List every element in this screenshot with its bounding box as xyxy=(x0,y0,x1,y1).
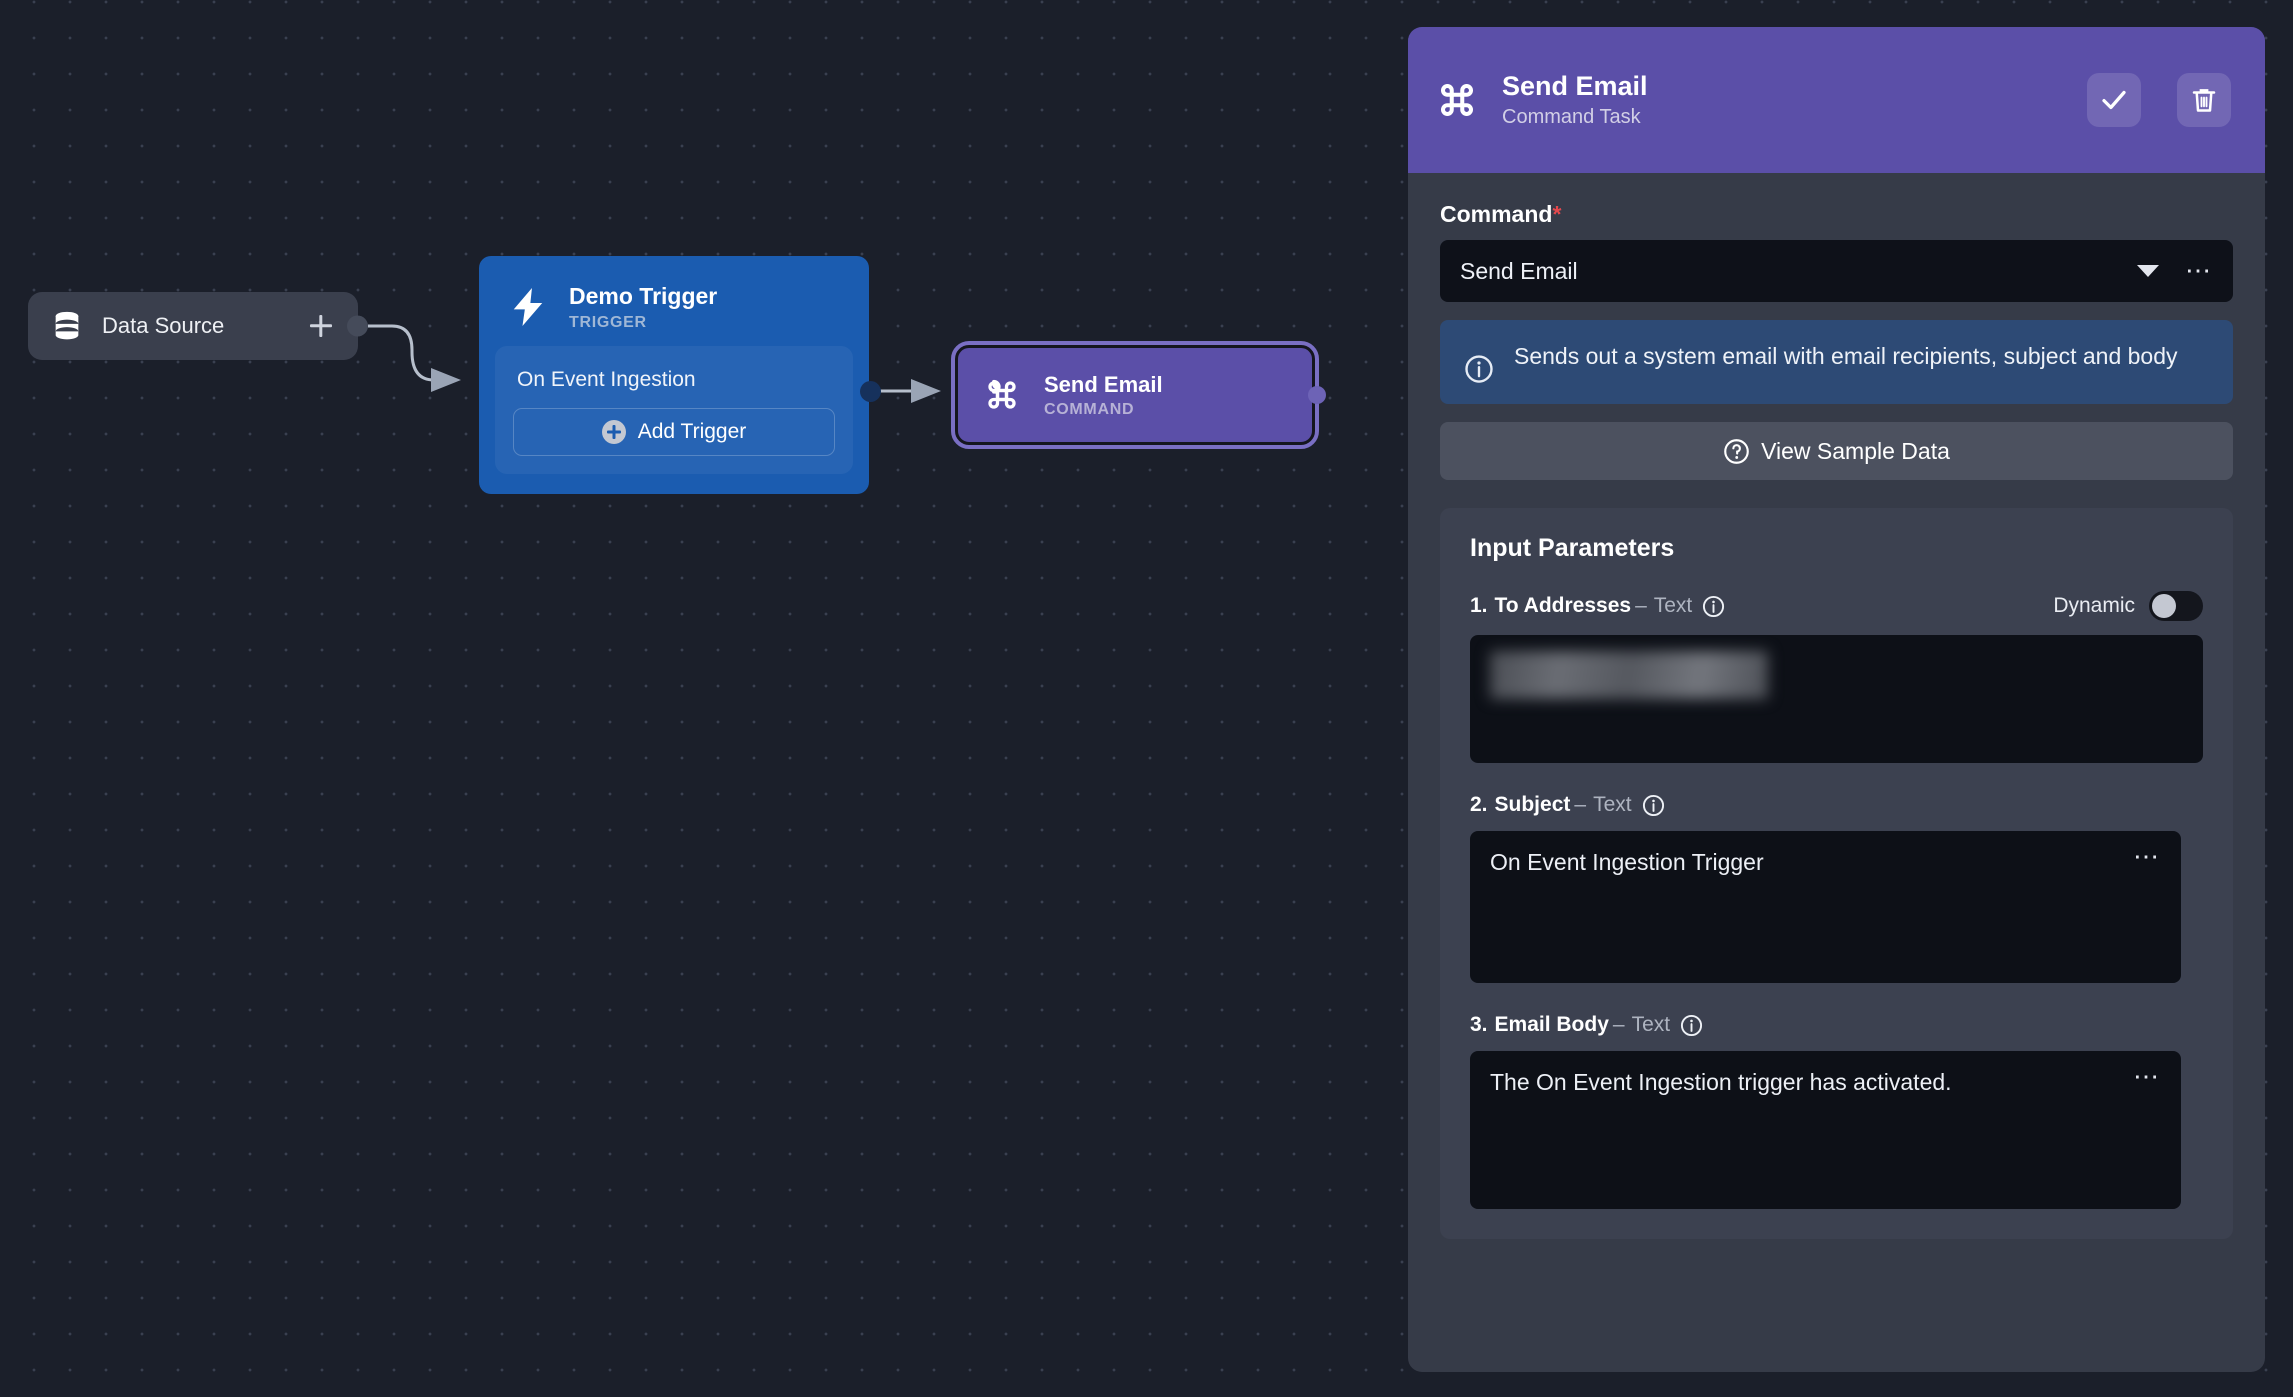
lightning-bolt-icon xyxy=(513,287,543,326)
to-addresses-input[interactable] xyxy=(1470,635,2203,763)
dynamic-toggle-knob xyxy=(2152,594,2176,618)
panel-subtitle: Command Task xyxy=(1502,106,1641,128)
trigger-output-port[interactable] xyxy=(860,380,881,402)
node-send-email-command[interactable]: Send Email COMMAND xyxy=(951,341,1326,449)
view-sample-data-label: View Sample Data xyxy=(1761,437,1950,464)
info-icon[interactable] xyxy=(1702,595,1725,618)
redacted-email-value xyxy=(1490,651,1768,699)
param-type-subject: Text xyxy=(1593,793,1632,816)
info-icon[interactable] xyxy=(1642,794,1665,817)
param-separator-1: – xyxy=(1635,594,1647,617)
ellipsis-icon[interactable]: ⋯ xyxy=(2133,841,2161,871)
subject-value: On Event Ingestion Trigger xyxy=(1490,849,1764,875)
param-header-subject: 2. Subject – Text xyxy=(1470,793,2203,817)
view-sample-data-button[interactable]: View Sample Data xyxy=(1440,422,2233,480)
add-trigger-label: Add Trigger xyxy=(637,419,747,443)
panel-title: Send Email xyxy=(1502,71,1648,101)
command-key-icon xyxy=(1441,84,1473,116)
info-icon[interactable] xyxy=(1680,1014,1703,1037)
param-index-3: 3. xyxy=(1470,1013,1488,1036)
data-source-output-port[interactable] xyxy=(347,315,368,337)
param-header-email-body: 3. Email Body – Text xyxy=(1470,1013,2203,1037)
subject-input[interactable]: On Event Ingestion Trigger ⋯ xyxy=(1470,831,2181,983)
param-type-to-addresses: Text xyxy=(1653,594,1693,617)
param-index-2: 2. xyxy=(1470,793,1488,816)
command-info-banner: Sends out a system email with email reci… xyxy=(1440,320,2233,404)
param-name-to-addresses: To Addresses xyxy=(1494,594,1632,617)
ellipsis-icon[interactable]: ⋯ xyxy=(2133,1061,2161,1091)
command-field-label: Command* xyxy=(1440,201,2233,228)
panel-body: Command* Send Email ⋯ Sends out a system… xyxy=(1408,173,2265,1372)
add-trigger-button[interactable]: Add Trigger xyxy=(513,407,835,456)
input-parameters-title: Input Parameters xyxy=(1470,534,1675,562)
task-detail-panel: Send Email Command Task Command* Send Em… xyxy=(1408,27,2265,1372)
database-icon xyxy=(55,311,79,340)
command-label-text: Command xyxy=(1440,201,1553,227)
ellipsis-icon[interactable]: ⋯ xyxy=(2185,255,2213,286)
command-select-value: Send Email xyxy=(1460,257,1578,284)
info-icon xyxy=(1465,355,1493,383)
param-separator-3: – xyxy=(1612,1013,1625,1036)
panel-header-texts: Send Email Command Task xyxy=(1502,71,2063,129)
command-node-title: Send Email xyxy=(1044,371,1163,397)
trigger-title: Demo Trigger xyxy=(569,283,718,309)
node-data-source[interactable]: Data Source xyxy=(28,292,368,360)
param-index-1: 1. xyxy=(1470,594,1488,617)
param-type-email-body: Text xyxy=(1631,1013,1671,1036)
command-output-port[interactable] xyxy=(1308,386,1326,404)
param-header-to-addresses: 1. To Addresses – Text Dynamic xyxy=(1470,591,2203,621)
email-body-input[interactable]: The On Event Ingestion trigger has activ… xyxy=(1470,1051,2181,1209)
trash-icon xyxy=(2192,89,2216,112)
trigger-header: Demo Trigger TRIGGER xyxy=(495,272,853,346)
trigger-subtitle: TRIGGER xyxy=(569,313,647,331)
email-body-value: The On Event Ingestion trigger has activ… xyxy=(1490,1069,1952,1095)
command-key-icon xyxy=(988,379,1016,409)
param-separator-2: – xyxy=(1574,793,1587,816)
trigger-event-label: On Event Ingestion xyxy=(517,367,696,391)
plus-circle-icon xyxy=(601,419,626,444)
required-marker: * xyxy=(1552,201,1562,227)
chevron-down-icon[interactable] xyxy=(2137,265,2159,277)
dynamic-toggle[interactable] xyxy=(2149,591,2203,621)
confirm-button[interactable] xyxy=(2087,73,2141,127)
panel-header: Send Email Command Task xyxy=(1408,27,2265,173)
data-source-label: Data Source xyxy=(102,313,225,338)
command-info-text: Sends out a system email with email reci… xyxy=(1514,343,2178,369)
param-name-subject: Subject xyxy=(1494,793,1571,816)
question-circle-icon xyxy=(1724,438,1749,464)
param-name-email-body: Email Body xyxy=(1494,1013,1609,1036)
input-parameters-card: Input Parameters 1. To Addresses – Text … xyxy=(1440,508,2233,1239)
add-data-source-icon[interactable] xyxy=(306,311,336,341)
check-icon xyxy=(2102,90,2126,110)
node-demo-trigger[interactable]: Demo Trigger TRIGGER On Event Ingestion … xyxy=(479,256,881,494)
dynamic-toggle-label: Dynamic xyxy=(2053,594,2135,617)
trigger-body: On Event Ingestion Add Trigger xyxy=(495,345,881,474)
delete-button[interactable] xyxy=(2177,73,2231,127)
command-select[interactable]: Send Email ⋯ xyxy=(1440,240,2233,302)
command-node-subtitle: COMMAND xyxy=(1044,400,1135,418)
